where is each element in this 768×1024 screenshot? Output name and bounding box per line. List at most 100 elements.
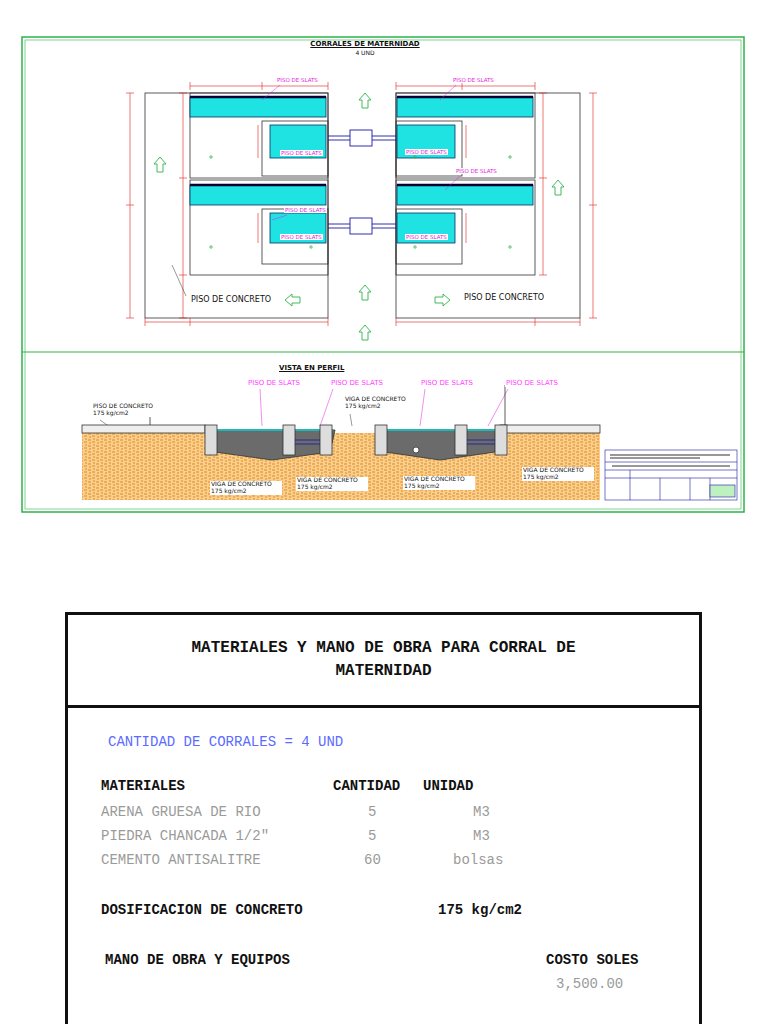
plan-left-part [190,97,326,117]
floor-label: PISO DE SLATS [505,379,559,387]
floor-label: PISO DE CONCRETO [463,293,545,302]
plan-left [145,93,328,318]
floor-label: PISO DE SLATS [455,168,498,174]
plan-left-part [210,156,212,158]
leader-lines-part [260,389,262,426]
plan-left-part [270,213,326,243]
profile-section-part [82,433,600,500]
leader-lines-part [272,215,287,220]
title-block [605,450,737,500]
material-note: PISO DE CONCRETO 175 kg/cm2 [92,403,164,417]
title-block-part [610,455,730,466]
plan-left-part [210,246,212,248]
plan-right-part [397,185,533,205]
plan-right-part [397,96,533,99]
leader-lines-part [172,265,186,296]
dimension-lines [126,82,597,326]
plan-right-part [397,184,533,187]
dimension-lines-part [145,318,328,326]
floor-label: PISO DE SLATS [420,379,474,387]
leader-lines-part [445,176,460,190]
plan-right-part [396,93,535,178]
table-cell: M3 [473,828,490,844]
table-cell: bolsas [453,852,503,868]
table-cell: CANTIDAD [333,778,400,794]
profile-section-part [375,425,387,455]
profile-section-part [380,430,500,460]
drawing-frame-part [25,40,741,509]
dimension-lines-part [396,318,580,326]
table-cell: 3,500.00 [556,976,623,992]
table-body: CANTIDAD DE CORRALES = 4 UNDMATERIALESCA… [65,705,702,1024]
profile-section-part [320,425,332,455]
drawing-frame-part [22,352,744,353]
floor-label: PISO DE SLATS [284,207,327,213]
section-title: VISTA EN PERFIL [278,364,345,372]
floor-label: PISO DE SLATS [276,77,319,83]
leader-lines [100,85,527,479]
table-cell: 5 [368,828,376,844]
floor-label: PISO DE SLATS [280,150,323,156]
table-header: MATERIALES Y MANO DE OBRA PARA CORRAL DE… [65,612,702,708]
level-arrows-part [359,285,371,300]
floor-label: PISO DE SLATS [247,379,301,387]
material-note: VIGA DE CONCRETO 175 kg/cm2 [296,477,368,491]
profile-section-part [210,430,335,460]
material-note: VIGA DE CONCRETO 175 kg/cm2 [403,476,475,490]
leader-lines-part [262,85,280,100]
table-cell: M3 [473,804,490,820]
floor-label: PISO DE CONCRETO [190,295,272,304]
floor-label: PISO DE SLATS [280,234,323,240]
material-note: VIGA DE CONCRETO 175 kg/cm2 [210,481,282,495]
floor-label: PISO DE SLATS [405,234,448,240]
plan-right-part [509,156,511,158]
plan-right-part [396,180,535,275]
title-block-part [710,485,735,497]
level-arrows-part [552,180,564,195]
drain-boxes [328,130,396,234]
drain-boxes-part [350,130,372,146]
drawing-title: CORRALES DE MATERNIDAD [310,40,419,48]
table-cell: 175 kg/cm2 [438,902,522,918]
dimension-lines-part [179,93,187,318]
table-cell: CANTIDAD DE CORRALES = 4 UND [108,734,343,750]
title-block-part [605,450,737,500]
leader-lines-part [320,389,333,426]
plan-right-part [414,156,416,158]
drain-boxes-part [350,218,372,234]
table-title: MATERIALES Y MANO DE OBRA PARA CORRAL DE… [174,637,594,683]
profile-section-part [495,425,507,455]
plan-left-part [270,125,326,158]
plan-right-part [396,121,462,176]
plan-right-part [414,246,416,248]
dimension-lines-part [539,93,547,275]
material-note: VIGA DE CONCRETO 175 kg/cm2 [344,396,416,410]
floor-label: PISO DE SLATS [330,379,384,387]
plan-left-part [310,246,312,248]
plan-left-part [262,121,328,176]
level-arrows-part [359,93,371,108]
profile-section-part [205,425,217,455]
leader-lines-part [350,414,352,426]
profile-section-part [295,440,495,444]
level-arrows-part [154,157,166,172]
table-cell: PIEDRA CHANCADA 1/2" [101,828,269,844]
plan-right-part [396,93,580,318]
profile-section-part [283,425,295,455]
level-arrows-part [359,325,371,340]
level-arrows-part [435,294,450,306]
leader-lines-part [440,85,456,100]
plan-right-part [397,97,533,117]
plan-right [396,93,580,318]
drawing-frame-part [22,37,744,512]
dimension-lines-part [126,93,134,318]
level-arrows-part [285,294,300,306]
table-cell: COSTO SOLES [546,952,638,968]
dimension-lines-part [258,125,466,243]
table-cell: CEMENTO ANTISALITRE [101,852,261,868]
table-cell: 5 [368,804,376,820]
table-cell: UNIDAD [423,778,473,794]
plan-left-part [190,184,326,187]
table-cell: MANO DE OBRA Y EQUIPOS [105,952,290,968]
dimension-lines-part [589,93,597,318]
